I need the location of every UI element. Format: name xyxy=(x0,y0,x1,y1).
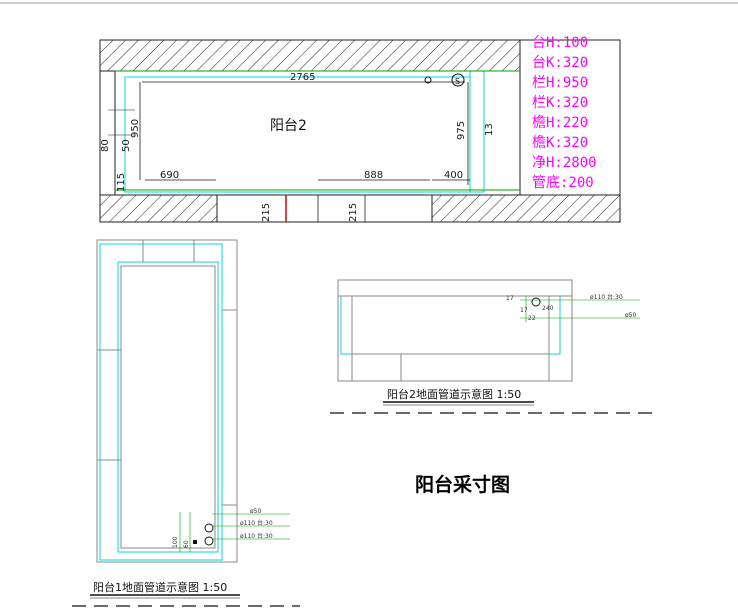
spec-5: 檐K:320 xyxy=(532,135,588,151)
small-pipe-icon xyxy=(424,76,432,84)
right-wall xyxy=(519,39,621,196)
outer-frame xyxy=(96,239,238,563)
spec-6: 净H:2800 xyxy=(532,155,597,171)
pipe-diagram-balcony-1: ø50 ø110 台:30 ø110 台:30 100 60 阳台1地面管道示意… xyxy=(72,239,300,607)
pipe1-small-0: 100 xyxy=(172,536,179,548)
dim-left-h: 950 xyxy=(130,119,141,138)
dim-left-b: 50 xyxy=(121,139,132,152)
pipe2-small-3: 22 xyxy=(528,315,536,322)
bottom-wall-right-hatch xyxy=(431,194,621,223)
dim-right-h: 975 xyxy=(456,121,467,140)
pipe1-caption: 阳台1地面管道示意图 1:50 xyxy=(93,580,227,594)
spec-3: 栏K:320 xyxy=(532,95,588,111)
pipe1-icon-b xyxy=(204,536,214,546)
dim-seg1: 690 xyxy=(160,170,179,181)
spec-2: 栏H:950 xyxy=(532,75,588,91)
pipe2-label-1: ø50 xyxy=(625,312,636,319)
bottom-wall-left-hatch xyxy=(99,194,218,223)
dim-door2: 215 xyxy=(348,203,359,222)
pipe-diagram-balcony-2: ø110 台:30 ø50 17 240 17 22 阳台2地面管道示意图 1:… xyxy=(330,279,656,414)
pipe2-caption: 阳台2地面管道示意图 1:50 xyxy=(387,387,521,401)
dim-seg3: 400 xyxy=(444,170,463,181)
main-title: 阳台采寸图 xyxy=(415,473,510,496)
spec-7: 管底:200 xyxy=(532,175,594,191)
spec-4: 檐H:220 xyxy=(532,115,588,131)
pipe1-small-1: 60 xyxy=(183,540,190,548)
pipe2-small-2: 17 xyxy=(520,307,528,314)
pipe2-icon xyxy=(531,297,541,307)
spec-list: 台H:100 台K:320 栏H:950 栏K:320 檐H:220 檐K:32… xyxy=(532,35,597,191)
drain-symbol: S xyxy=(455,77,460,86)
pipe2-small-0: 17 xyxy=(506,295,514,302)
pipe2-small-1: 240 xyxy=(542,305,554,312)
dim-right-small: 13 xyxy=(484,123,495,136)
right-column xyxy=(469,70,485,193)
dim-door1: 215 xyxy=(261,203,272,222)
left-wall xyxy=(99,70,116,196)
room-label-balcony-2: 阳台2 xyxy=(270,118,307,134)
spec-0: 台H:100 xyxy=(532,35,588,51)
plan-balcony-2: 2765 S 阳台2 950 80 50 115 975 13 690 888 … xyxy=(99,39,621,223)
dim-seg2: 888 xyxy=(364,170,383,181)
pipe2-label-0: ø110 台:30 xyxy=(590,293,623,301)
dim-left-a: 80 xyxy=(100,139,111,152)
pipe1-icon-a xyxy=(204,523,214,533)
pipe1-label-2: ø110 台:30 xyxy=(240,532,273,540)
pipe1-label-0: ø50 xyxy=(250,508,261,515)
dim-width: 2765 xyxy=(290,72,315,83)
cyan-frame xyxy=(99,243,223,561)
top-wall-hatch xyxy=(99,39,521,72)
pipe1-floor-drain-icon xyxy=(193,540,197,544)
pipe1-label-1: ø110 台:30 xyxy=(240,519,273,527)
drain-pipe-icon xyxy=(451,73,465,87)
dim-left-bottom: 115 xyxy=(116,173,127,192)
spec-1: 台K:320 xyxy=(532,55,588,71)
outer-frame-2 xyxy=(337,279,573,382)
